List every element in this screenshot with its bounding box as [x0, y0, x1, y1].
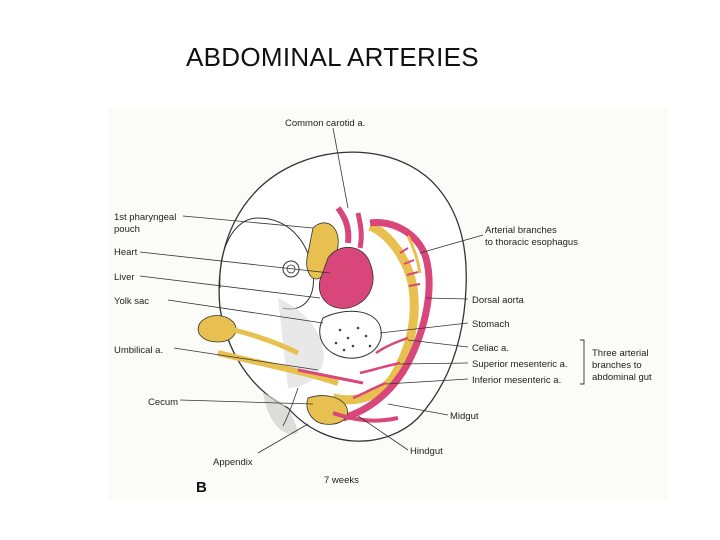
label-arterial-branches-1: Arterial branches [485, 225, 557, 236]
label-umbilical: Umbilical a. [114, 345, 163, 356]
gut-branches [352, 336, 409, 400]
label-weeks: 7 weeks [324, 475, 359, 486]
label-dorsal-aorta: Dorsal aorta [472, 295, 524, 306]
label-appendix: Appendix [213, 457, 253, 468]
leader-lines [139, 127, 484, 454]
label-stomach: Stomach [472, 319, 510, 330]
label-midgut: Midgut [450, 411, 479, 422]
esophageal-branches [399, 247, 421, 287]
label-yolk-sac: Yolk sac [114, 296, 149, 307]
label-pharyngeal-2: pouch [114, 224, 140, 235]
label-common-carotid: Common carotid a. [285, 118, 365, 129]
label-panel-b: B [196, 479, 207, 496]
stomach [319, 310, 382, 359]
stomach-texture [334, 326, 372, 352]
eye [282, 260, 300, 278]
embryo-diagram: Common carotid a. 1st pharyngeal pouch H… [108, 108, 668, 500]
gut-tube [331, 221, 419, 405]
label-liver: Liver [114, 272, 135, 283]
diagram-svg: Common carotid a. 1st pharyngeal pouch H… [114, 118, 652, 496]
umbilical-artery [217, 350, 339, 386]
page-title: ABDOMINAL ARTERIES [186, 42, 479, 72]
dorsal-aorta [341, 219, 433, 422]
label-hindgut: Hindgut [410, 446, 443, 457]
yolk-sac [197, 315, 237, 343]
label-three-branches-1: Three arterial [592, 348, 649, 359]
label-arterial-branches-2: to thoracic esophagus [485, 237, 578, 248]
label-heart: Heart [114, 247, 138, 258]
bracket [580, 339, 585, 385]
hindgut [332, 411, 399, 423]
midgut-loop [306, 395, 348, 425]
label-pharyngeal-1: 1st pharyngeal [114, 212, 176, 223]
label-cecum: Cecum [148, 397, 178, 408]
head-outline [219, 217, 314, 310]
label-superior-mesenteric: Superior mesenteric a. [472, 359, 568, 370]
label-three-branches-2: branches to [592, 360, 642, 371]
yolk-stalk [233, 327, 300, 356]
label-three-branches-3: abdominal gut [592, 372, 652, 383]
label-inferior-mesenteric: Inferior mesenteric a. [472, 375, 561, 386]
label-celiac: Celiac a. [472, 343, 509, 354]
heart [318, 246, 374, 309]
